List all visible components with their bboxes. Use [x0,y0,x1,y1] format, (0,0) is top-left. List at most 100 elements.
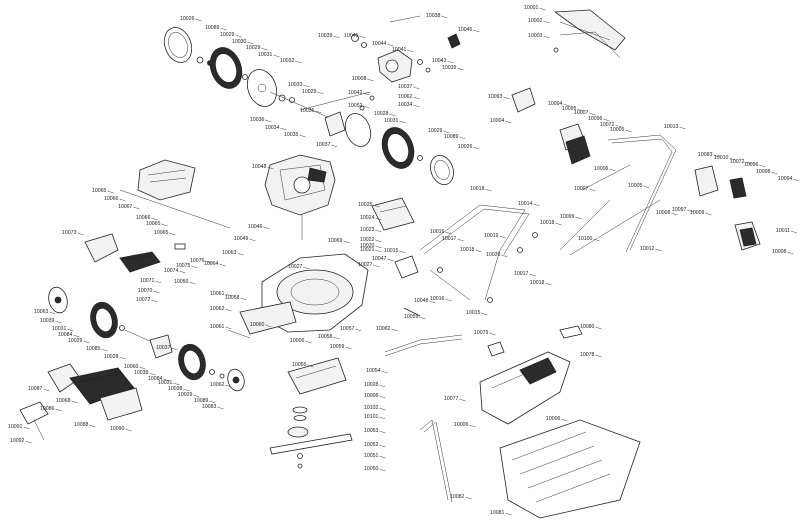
part-label-10058: 10058 [225,295,240,301]
leader-line [429,300,436,304]
leader-line [265,324,272,328]
leader-line [237,252,244,256]
part-label-10037: 10060 [124,364,139,370]
part-label-10084: 10029 [68,338,83,344]
part-label-10081: 10081 [490,510,505,516]
part-label-10017: 10017 [514,271,529,277]
leader-line [399,250,406,254]
leader-line [771,171,778,175]
part-label-10049: 10049 [234,236,249,242]
leader-line [561,418,568,422]
part-label-10020: 10020 [360,243,375,249]
part-label-10024: 10024 [360,215,375,221]
leader-line [23,426,30,430]
part-label-10005: 10005 [610,127,625,133]
part-label-10060: 10060 [250,322,265,328]
leader-line [303,84,310,88]
leader-line [263,226,270,230]
part-label-10038: 10038 [426,13,441,19]
leader-line [101,348,108,352]
front-wheel-left-assembly [48,286,173,359]
part-label-10032: 10032 [280,58,295,64]
part-label-10086: 10086 [40,406,55,412]
leader-line [133,206,140,210]
leader-line [307,364,314,368]
part-label-10076: 10076 [190,258,205,264]
upper-handle-frame [419,204,538,303]
leader-line [315,110,322,114]
part-label-10052: 10052 [348,103,363,109]
leader-line [273,54,280,58]
leader-line [373,264,380,268]
leader-line [379,407,386,411]
leader-line [107,190,114,194]
part-label-10043: 10043 [432,58,447,64]
leader-line [265,119,272,123]
leader-line [443,130,450,134]
part-label-10037: 10037 [398,84,413,90]
part-label-10060: 10038 [134,370,149,376]
leader-line [473,146,480,150]
battery-assembly [19,363,143,441]
leader-line [359,35,366,39]
part-label-10009: 10009 [690,210,705,216]
leader-line [355,328,362,332]
leader-line [379,468,386,472]
part-label-10038: 10084 [148,376,163,382]
leader-line [543,35,550,39]
leader-line [225,384,232,388]
part-label-10008: 10008 [772,249,787,255]
part-label-10085: 10028 [104,354,119,360]
part-label-10030: 10030 [232,39,247,45]
leader-line [205,260,212,264]
part-label-10026: 10026 [180,16,195,22]
leader-line [375,239,382,243]
leader-line [219,263,226,267]
part-label-10029: 10029 [220,32,235,38]
leader-line [179,270,186,274]
leader-line [615,124,622,128]
leader-line [77,232,84,236]
leader-line [499,235,506,239]
leader-line [379,384,386,388]
part-label-10041: 10041 [392,47,407,53]
part-label-10062: 10062 [398,94,413,100]
leader-line [505,120,512,124]
part-label-10004: 10004 [490,118,505,124]
leader-line [195,18,202,22]
leader-line [303,266,310,270]
leader-line [240,297,247,301]
part-label-10031: 10084 [58,332,73,338]
part-label-10034: 10034 [265,125,280,131]
part-label-10007: 10007 [574,186,589,192]
leader-line [729,157,736,161]
part-label-10068: 10068 [56,398,71,404]
part-label-10092: 10092 [10,438,25,444]
part-label-10061: 10061 [210,291,225,297]
leader-line [447,60,454,64]
handlebar-top [511,9,626,165]
part-label-10066: 10066 [104,196,119,202]
leader-line [459,398,466,402]
part-label-10048: 10048 [414,298,429,304]
leader-line [503,96,510,100]
part-label-10035: 10035 [284,132,299,138]
part-label-10007: 10007 [574,110,589,116]
part-label-10094: 10094 [778,176,793,182]
part-label-10100: 10100 [578,236,593,242]
rear-cover-assembly [84,159,231,273]
part-label-10050: 10050 [364,466,379,472]
leader-line [43,388,50,392]
part-label-10065: 10065 [92,188,107,194]
lower-handle-tubes [559,134,677,256]
leader-line [119,356,126,360]
part-label-10044: 10044 [372,41,387,47]
part-label-10023: 10023 [360,227,375,233]
leader-line [225,308,232,312]
leader-line [343,240,350,244]
leader-line [625,129,632,133]
part-label-10031: 10031 [384,118,399,124]
part-label-10028: 10037 [156,345,171,351]
